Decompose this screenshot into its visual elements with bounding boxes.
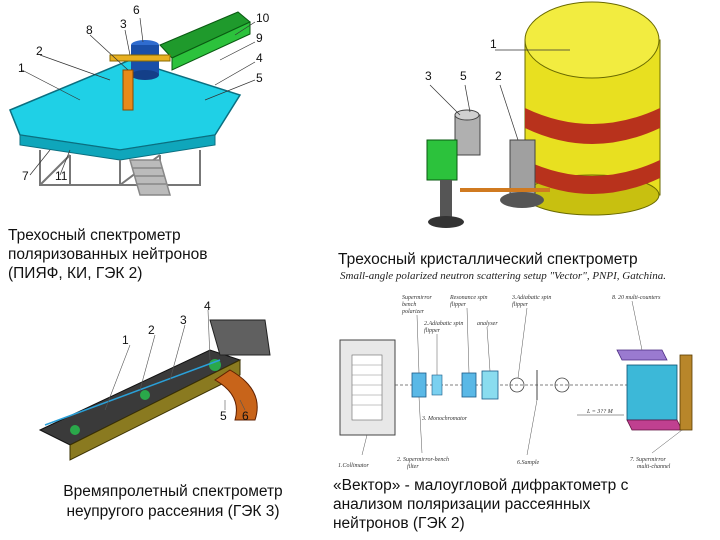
label-monochromator: 3. Monochromator bbox=[421, 416, 468, 422]
label-resonance-flipper: flipper bbox=[450, 301, 467, 308]
tl-label-5: 2 bbox=[36, 44, 43, 58]
bl-label-0: 1 bbox=[122, 333, 129, 347]
enclosure bbox=[209, 319, 271, 356]
tl-label-9: 7 bbox=[22, 169, 29, 183]
tl-label-10: 11 bbox=[55, 169, 68, 183]
analyzer-housing bbox=[454, 114, 481, 156]
red-band-2 bbox=[525, 160, 660, 194]
label-multichannel: multi-channel bbox=[637, 464, 671, 470]
length-label: L = 3?? M bbox=[586, 409, 614, 415]
bottom-right-diagram: L = 3?? M Supermirror bench polarizer Re… bbox=[332, 285, 720, 475]
caption-line: неупругого рассеяния (ГЭК 3) bbox=[66, 503, 280, 520]
caption-line: анализом поляризации рассеянных bbox=[333, 496, 591, 513]
tl-label-2: 8 bbox=[86, 23, 93, 37]
analyzer bbox=[481, 370, 499, 400]
caption-top-left: Трехосный спектрометр поляризованных ней… bbox=[8, 226, 328, 283]
label-filter: 2. Supermirror-bench bbox=[397, 457, 449, 463]
caption-line: (ПИЯФ, КИ, ГЭК 2) bbox=[8, 265, 143, 282]
caption-bottom-right: «Вектор» - малоугловой дифрактометр с ан… bbox=[333, 476, 718, 533]
tr-label-2: 5 bbox=[460, 69, 467, 83]
tl-label-3: 10 bbox=[256, 11, 270, 25]
label-detectors: 8. 20 multi-counters bbox=[612, 295, 661, 301]
tr-label-0: 1 bbox=[490, 37, 497, 51]
tr-label-1: 3 bbox=[425, 69, 432, 83]
tof-spectrometer-illustration: 1 2 3 4 5 6 bbox=[38, 300, 271, 461]
chopper-2 bbox=[140, 390, 150, 400]
bl-label-5: 6 bbox=[242, 409, 249, 423]
shielding-wall-front bbox=[171, 21, 251, 71]
bl-label-1: 2 bbox=[148, 323, 155, 337]
label-supermirror-7: 7. Supermirror bbox=[630, 457, 666, 463]
tl-label-8: 5 bbox=[256, 71, 263, 85]
label-adiabatic-3: 3.Adiabatic spin bbox=[511, 295, 551, 301]
detector-bank bbox=[214, 369, 258, 421]
red-band-1 bbox=[525, 108, 660, 144]
label-analyser: analyser bbox=[477, 321, 498, 327]
tl-label-0: 6 bbox=[133, 3, 140, 17]
triple-axis-illustration: 6 3 8 10 9 2 1 4 5 7 11 bbox=[9, 3, 270, 196]
caption-bottom-left: Времяпролетный спектрометр неупругого ра… bbox=[8, 482, 338, 522]
label-filter-2: filter bbox=[407, 463, 419, 470]
crystal-spectrometer-illustration: 1 3 5 2 bbox=[425, 1, 661, 228]
label-adiabatic-3-flipper: flipper bbox=[512, 301, 529, 308]
chopper-1 bbox=[70, 425, 80, 435]
label-polarizer: polarizer bbox=[401, 309, 425, 315]
caption-line: Времяпролетный спектрометр bbox=[63, 483, 283, 500]
caption-line: «Вектор» - малоугловой дифрактометр с bbox=[333, 477, 629, 494]
resonance-flipper bbox=[461, 372, 477, 398]
analyzer-arm bbox=[122, 69, 134, 111]
label-bench: bench bbox=[402, 302, 416, 308]
tl-label-6: 1 bbox=[18, 61, 25, 75]
top-left-diagram: 6 3 8 10 9 2 1 4 5 7 11 bbox=[0, 0, 300, 220]
green-detector-box bbox=[426, 139, 458, 181]
bottom-left-diagram: 1 2 3 4 5 6 bbox=[30, 300, 280, 475]
bl-label-2: 3 bbox=[180, 313, 187, 327]
label-sample: 6.Sample bbox=[517, 460, 540, 466]
tl-label-7: 4 bbox=[256, 51, 263, 65]
caption-line: Трехосный спектрометр bbox=[8, 227, 181, 244]
vector-schematic: L = 3?? M Supermirror bench polarizer Re… bbox=[338, 295, 693, 470]
label-resonance: Resonance spin bbox=[449, 295, 488, 301]
multi-counter-detector bbox=[626, 364, 678, 421]
label-adiabatic-2-flipper: flipper bbox=[424, 327, 441, 334]
subtitle-top-right: Small-angle polarized neutron scattering… bbox=[340, 270, 666, 282]
staircase bbox=[129, 159, 171, 196]
polarizer bbox=[411, 372, 427, 398]
beam-line bbox=[44, 359, 221, 426]
label-collimator: 1.Collimator bbox=[338, 463, 370, 469]
tl-label-4: 9 bbox=[256, 31, 263, 45]
tl-label-1: 3 bbox=[120, 17, 127, 31]
caption-line: поляризованных нейтронов bbox=[8, 246, 208, 263]
supermirror-channel bbox=[679, 354, 693, 431]
chopper-3 bbox=[209, 359, 221, 371]
top-right-diagram: 1 3 5 2 bbox=[400, 0, 720, 250]
tr-label-3: 2 bbox=[495, 69, 502, 83]
detector-top bbox=[616, 349, 668, 361]
bl-label-3: 4 bbox=[204, 300, 211, 313]
label-supermirror: Supermirror bbox=[402, 295, 432, 301]
caption-top-right: Трехосный кристаллический спектрометр bbox=[338, 251, 638, 268]
label-adiabatic-2: 2.Adiabatic spin bbox=[424, 321, 463, 327]
platform-edge bbox=[19, 134, 216, 161]
caption-line: нейтронов (ГЭК 2) bbox=[333, 515, 465, 532]
spin-flipper-coil bbox=[509, 377, 525, 393]
bl-label-4: 5 bbox=[220, 409, 227, 423]
